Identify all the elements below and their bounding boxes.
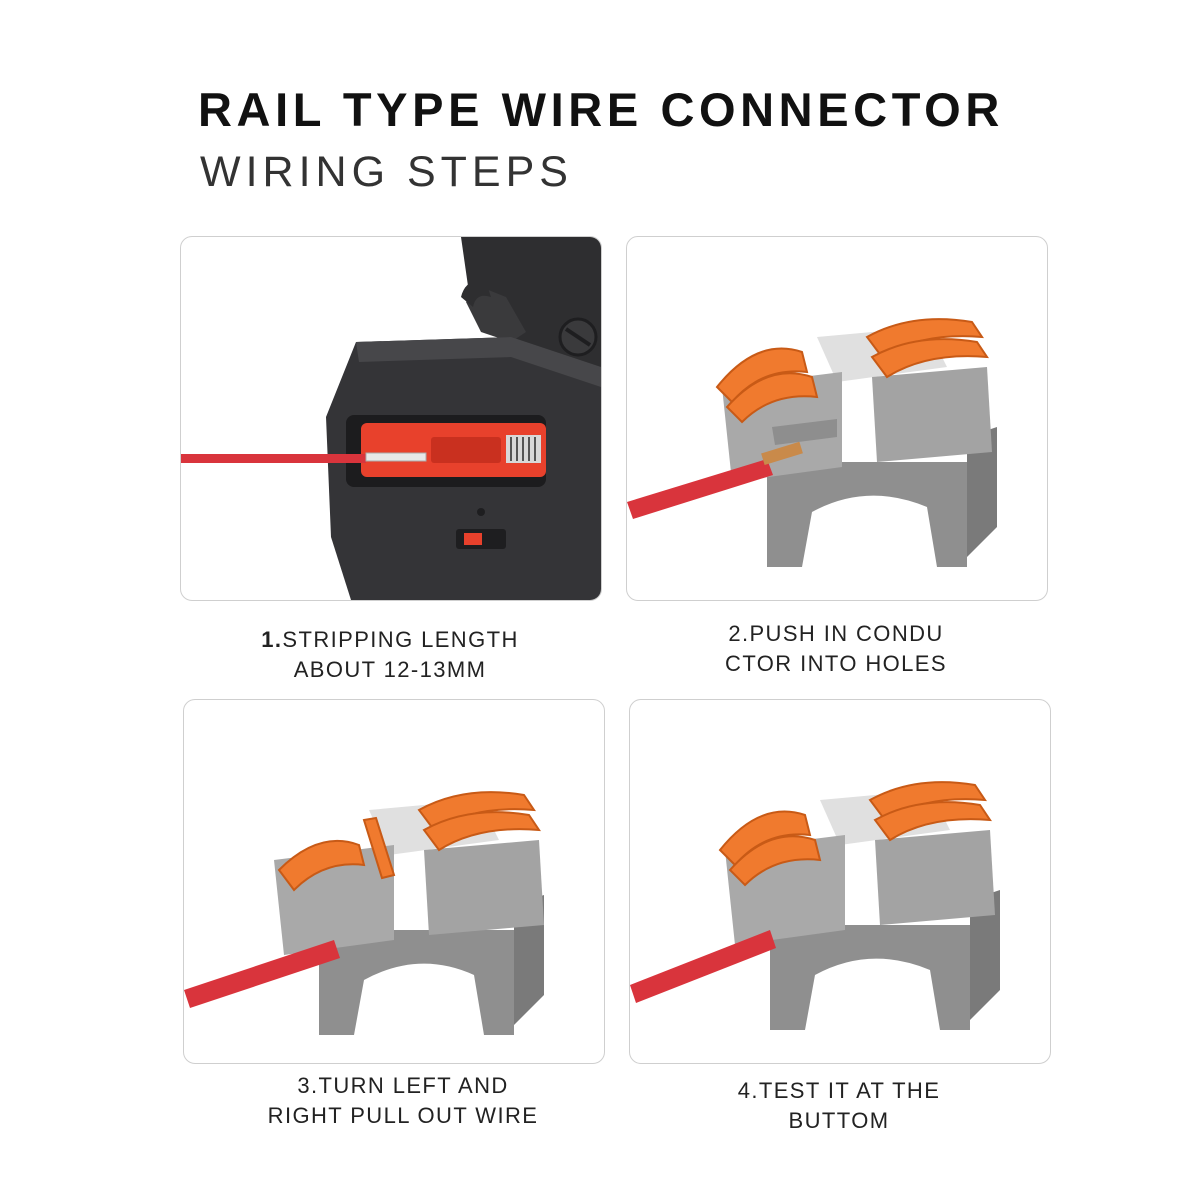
step-4-number: 4. [737, 1078, 759, 1103]
step-1-caption: 1.STRIPPING LENGTH ABOUT 12-13MM [180, 625, 600, 685]
page-subtitle: WIRING STEPS [200, 148, 573, 196]
step-1-image-panel [180, 236, 602, 601]
wire-stripper-icon [181, 237, 601, 600]
rail-wire-connector-icon [627, 318, 997, 567]
step-3-image-panel [183, 699, 605, 1064]
step-2-number: 2. [728, 621, 750, 646]
step-2-image-panel [626, 236, 1048, 601]
step-3-line-1: TURN LEFT AND [318, 1073, 509, 1098]
step-4-caption: 4.TEST IT AT THE BUTTOM [629, 1076, 1049, 1136]
step-3-number: 3. [297, 1073, 319, 1098]
page-title: RAIL TYPE WIRE CONNECTOR [198, 83, 1004, 136]
step-1-number: 1. [261, 627, 283, 652]
step-4-line-1: TEST IT AT THE [758, 1078, 941, 1103]
step-4-image-panel [629, 699, 1051, 1064]
step-4-line-2: BUTTOM [788, 1108, 890, 1133]
step-2-caption: 2.PUSH IN CONDU CTOR INTO HOLES [626, 619, 1046, 679]
step-2-line-2: CTOR INTO HOLES [725, 651, 947, 676]
rail-wire-connector-lever-open-icon [184, 791, 544, 1035]
step-1-line-2: ABOUT 12-13MM [293, 657, 487, 682]
rail-wire-connector-test-icon [630, 781, 1000, 1030]
step-2-line-1: PUSH IN CONDU [749, 621, 944, 646]
step-1-line-1: STRIPPING LENGTH [282, 627, 519, 652]
step-3-caption: 3.TURN LEFT AND RIGHT PULL OUT WIRE [183, 1071, 623, 1131]
step-3-line-2: RIGHT PULL OUT WIRE [267, 1103, 539, 1128]
